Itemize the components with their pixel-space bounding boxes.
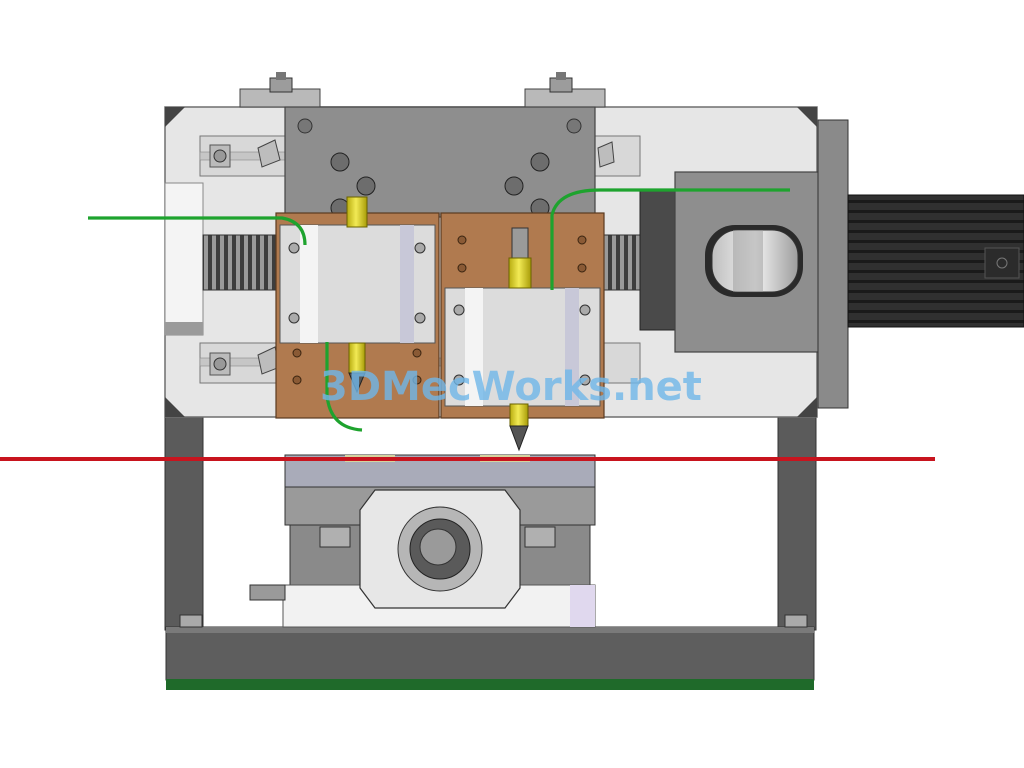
carriage-left [275, 212, 440, 419]
top-clamp-left [239, 72, 321, 108]
top-clamp-right [524, 72, 606, 108]
tool-pen-left [346, 196, 368, 394]
watermark-text: 3DMecWorks.net [320, 364, 702, 410]
wire-green [88, 188, 790, 432]
support-legs [164, 414, 817, 631]
rotary-chuck [359, 489, 521, 609]
base-plate [165, 626, 815, 690]
tool-pen-right [508, 227, 532, 452]
stepper-motor [847, 194, 1024, 328]
motor-mount [639, 119, 849, 409]
mounting-plate [284, 106, 596, 218]
